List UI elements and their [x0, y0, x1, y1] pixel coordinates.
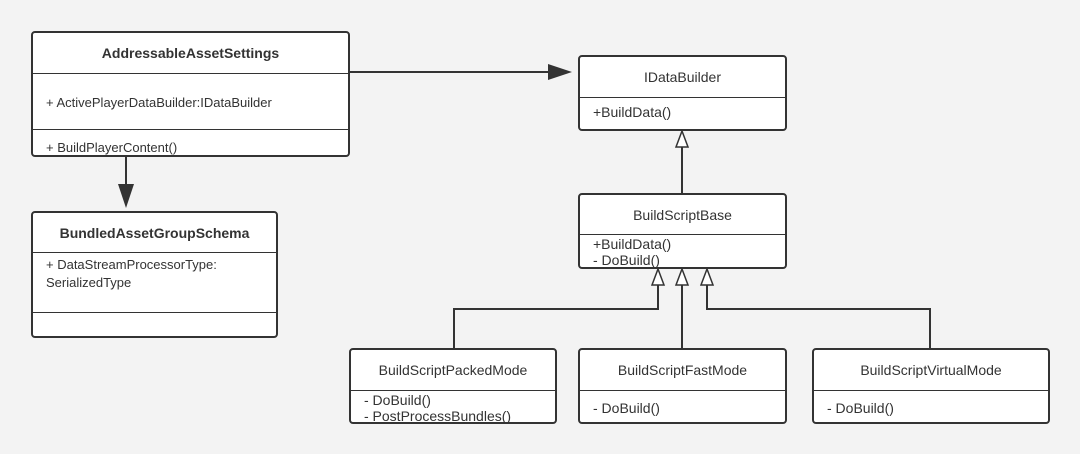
operations-section	[33, 312, 276, 336]
class-build-script-virtual-mode[interactable]: BuildScriptVirtualMode - DoBuild()	[812, 348, 1050, 424]
generalization-edge-packed-to-base	[453, 266, 666, 349]
operation: - DoBuild()	[827, 400, 894, 416]
class-name: BundledAssetGroupSchema	[59, 224, 250, 241]
class-idatabuilder[interactable]: IDataBuilder +BuildData()	[578, 55, 787, 131]
class-name: AddressableAssetSettings	[101, 45, 280, 61]
attributes-section: + ActivePlayerDataBuilder:IDataBuilder	[33, 73, 348, 129]
operations-section: - DoBuild() - PostProcessBundles()	[351, 390, 555, 424]
class-build-script-base[interactable]: BuildScriptBase +BuildData() - DoBuild()	[578, 193, 787, 269]
operations-section: + BuildPlayerContent()	[33, 129, 348, 155]
operations-section: +BuildData() - DoBuild()	[580, 234, 785, 268]
operation: - DoBuild()	[364, 392, 431, 408]
class-addressable-asset-settings[interactable]: AddressableAssetSettings + ActivePlayerD…	[31, 31, 350, 157]
class-name: BuildScriptVirtualMode	[860, 362, 1002, 378]
operations-section: - DoBuild()	[580, 390, 785, 417]
operations-section: +BuildData()	[580, 97, 785, 121]
class-name: BuildScriptPackedMode	[378, 362, 528, 378]
attributes-section: + DataStreamProcessorType: SerializedTyp…	[33, 252, 276, 312]
class-name: IDataBuilder	[643, 69, 722, 85]
attribute: SerializedType	[46, 275, 132, 290]
operation: +BuildData()	[593, 236, 672, 252]
class-name: BuildScriptFastMode	[617, 362, 748, 378]
operations-section: - DoBuild()	[814, 390, 1048, 417]
class-build-script-packed-mode[interactable]: BuildScriptPackedMode - DoBuild() - Post…	[349, 348, 557, 424]
operation: + BuildPlayerContent()	[46, 140, 178, 155]
generalization-edge-fast-to-base	[674, 266, 690, 349]
generalization-edge-base-to-idatabuilder	[674, 128, 690, 193]
operation: - DoBuild()	[593, 400, 660, 416]
association-edge-addressable-to-idatabuilder	[349, 64, 572, 80]
attribute: + DataStreamProcessorType:	[46, 257, 217, 272]
operation: - PostProcessBundles()	[364, 408, 512, 424]
attribute: + ActivePlayerDataBuilder:IDataBuilder	[46, 95, 272, 110]
class-name: BuildScriptBase	[633, 206, 732, 223]
generalization-edge-virtual-to-base	[699, 266, 931, 349]
class-build-script-fast-mode[interactable]: BuildScriptFastMode - DoBuild()	[578, 348, 787, 424]
operation: +BuildData()	[593, 104, 672, 120]
association-edge-addressable-to-bundled	[118, 156, 134, 208]
operation: - DoBuild()	[593, 252, 660, 268]
class-bundled-asset-group-schema[interactable]: BundledAssetGroupSchema + DataStreamProc…	[31, 211, 278, 338]
